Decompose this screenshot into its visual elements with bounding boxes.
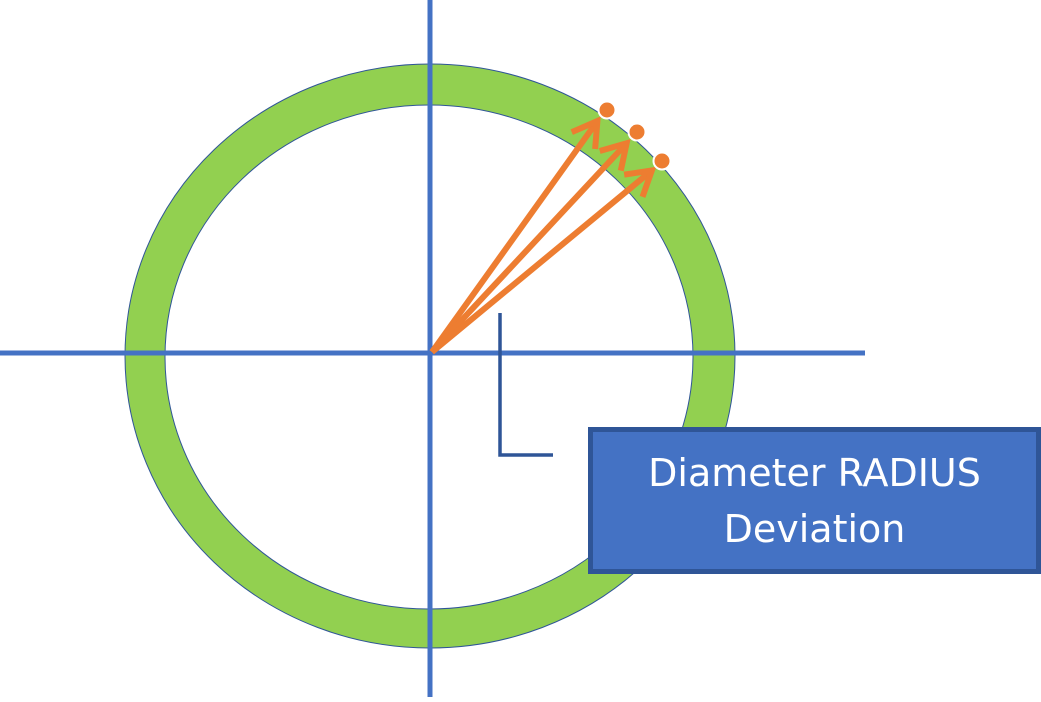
label-line-2: Deviation — [723, 506, 906, 551]
measurement-point-3 — [652, 151, 672, 171]
right-angle-marker — [498, 313, 553, 457]
label-line-1: Diameter RADIUS — [648, 450, 981, 495]
measurement-point-1 — [597, 100, 617, 120]
measurement-point-2 — [627, 122, 647, 142]
diameter-radius-deviation-label: Diameter RADIUS Deviation — [588, 427, 1041, 574]
radius-arrow-2 — [429, 138, 631, 355]
radius-arrows — [429, 116, 657, 355]
deviation-ring — [124, 63, 736, 649]
measurement-points — [597, 100, 672, 171]
radius-arrow-3 — [430, 166, 657, 355]
radius-arrow-1 — [429, 116, 601, 354]
